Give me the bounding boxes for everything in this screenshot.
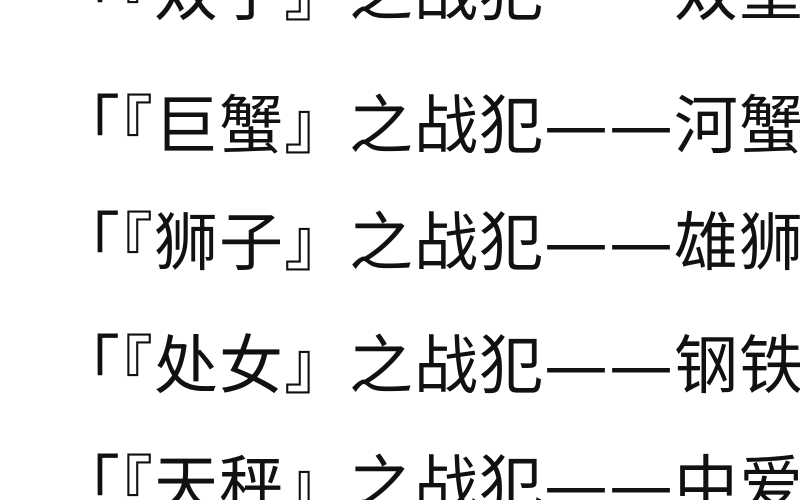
text-line-virgo: 「『处女』之战犯——钢铁侍女」、 [56, 330, 800, 404]
text-line-gemini: 「『双子』之战犯——双重之宅」、 [56, 0, 800, 26]
text-line-libra: 「『天秤』之战犯——中爱大」 [56, 450, 800, 500]
text-line-cancer: 「『巨蟹』之战犯——河蟹专家」、 [56, 90, 800, 164]
text-line-leo: 「『狮子』之战犯——雄狮公子」、 [56, 207, 800, 281]
